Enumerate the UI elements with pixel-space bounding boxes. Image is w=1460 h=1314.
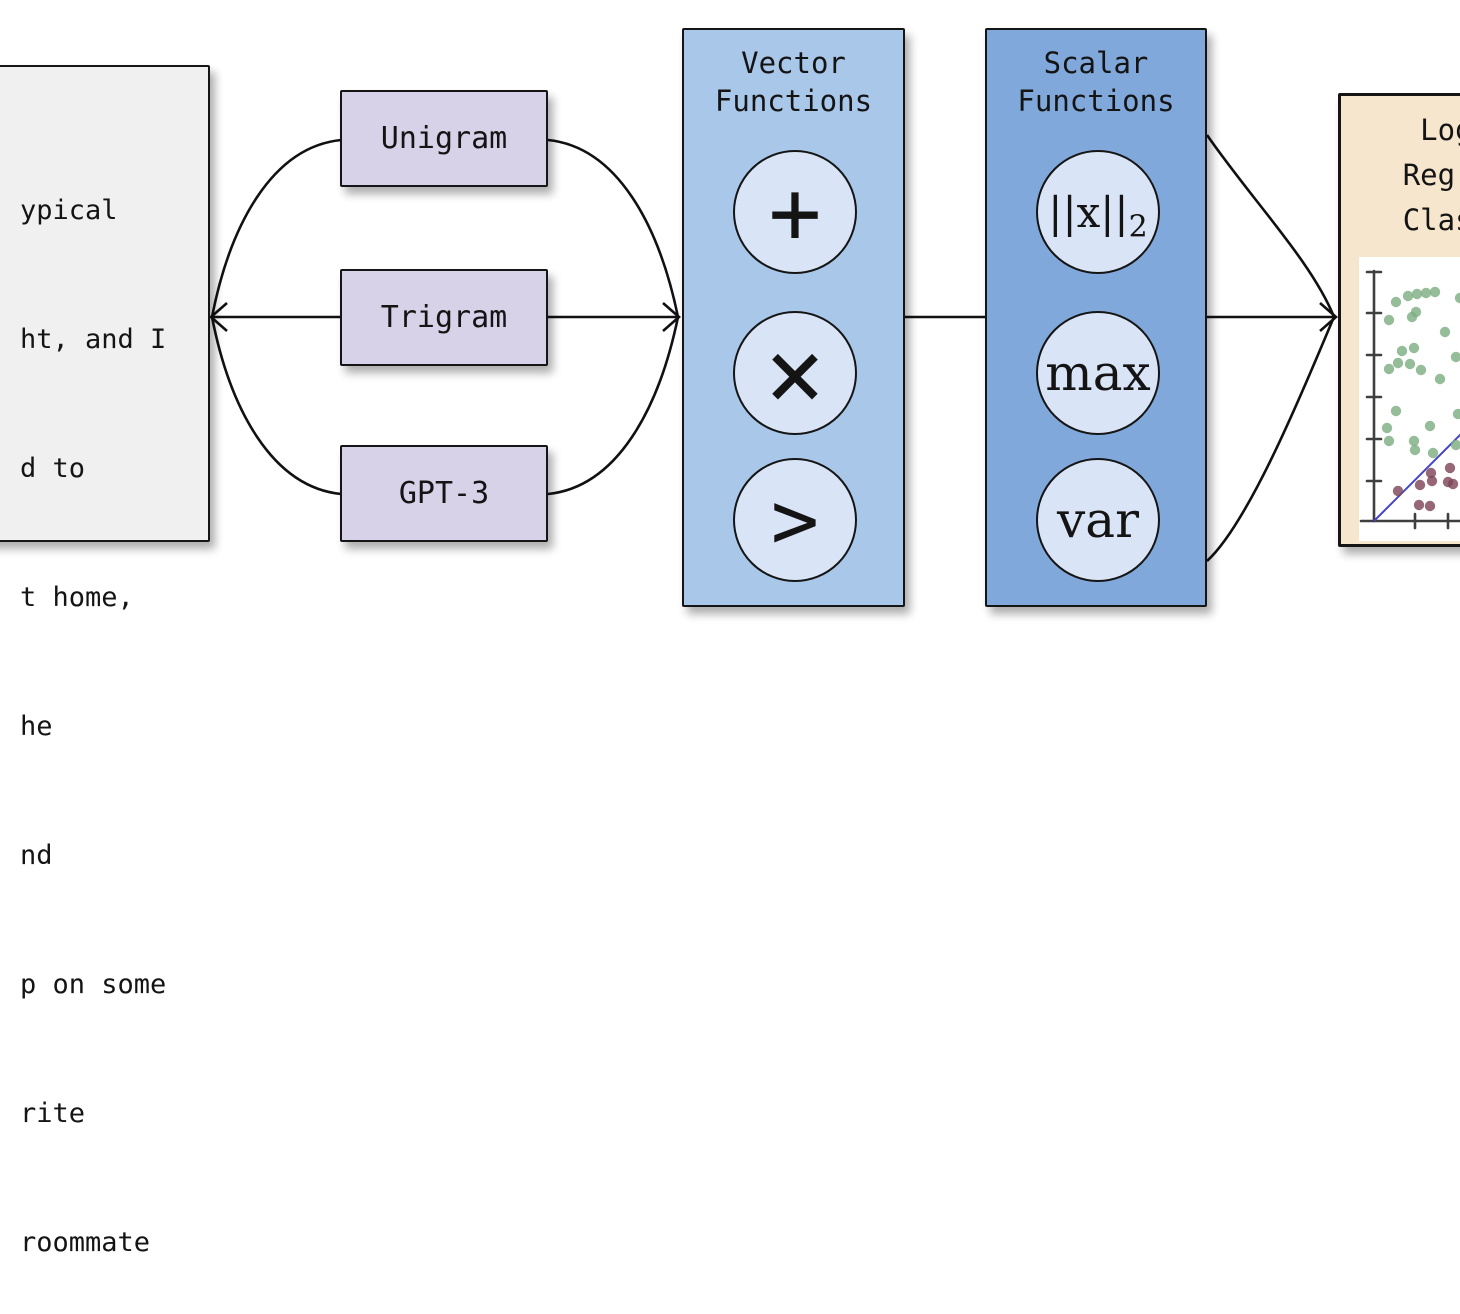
title-line: Vector — [741, 46, 846, 80]
max-op-circle: max — [1036, 311, 1160, 435]
title-line: Logistic — [1420, 113, 1460, 147]
document-line: he — [20, 711, 53, 742]
edge-scalar-classifier-bottom — [1206, 316, 1336, 562]
model-label: GPT-3 — [398, 476, 490, 511]
title-line: Functions — [1017, 84, 1175, 118]
connector-layer — [209, 134, 1338, 562]
scatter-plot — [1359, 257, 1460, 541]
title-line: Classifier — [1402, 203, 1460, 237]
classifier-title: Logistic Regression Classifier — [1341, 108, 1460, 243]
l2-norm-text: ||x|| — [1048, 187, 1129, 237]
model-box-gpt3: GPT-3 — [340, 445, 548, 542]
edge-gpt3-vector — [547, 316, 680, 496]
document-line: rite — [20, 1098, 86, 1129]
times-op-circle: × — [733, 311, 857, 435]
title-line: Functions — [714, 84, 873, 118]
document-line: ypical — [20, 195, 118, 226]
arrowhead-classifier — [1319, 302, 1338, 332]
document-box: ypical ht, and I d to t home, he nd p on… — [0, 65, 210, 1258]
edge-document-unigram — [210, 138, 342, 318]
edge-document-gpt3 — [210, 316, 342, 496]
vector-functions-title: Vector Functions — [684, 44, 903, 120]
title-line: Regression — [1402, 158, 1460, 192]
scatter-plot-svg — [1359, 269, 1460, 530]
model-box-unigram: Unigram — [340, 90, 548, 187]
l2-norm-op-circle: ||x||2 — [1036, 150, 1160, 274]
plus-icon: + — [768, 160, 822, 264]
title-line: Scalar — [1043, 46, 1149, 80]
scalar-functions-title: Scalar Functions — [987, 44, 1205, 120]
l2-norm-label: ||x||2 — [1048, 187, 1147, 242]
var-op-circle: var — [1036, 458, 1160, 582]
vector-functions-box: Vector Functions + × > — [682, 28, 905, 607]
model-label: Unigram — [380, 121, 508, 156]
document-text: ypical ht, and I d to t home, he nd p on… — [20, 103, 166, 1314]
model-label: Trigram — [380, 300, 508, 335]
document-line: ht, and I — [20, 324, 167, 355]
times-icon: × — [764, 314, 826, 432]
edge-unigram-vector — [547, 138, 680, 318]
greater-than-icon: > — [770, 473, 820, 567]
arrowhead-vector-functions — [662, 302, 681, 332]
document-line: p on some — [20, 969, 167, 1000]
document-line: roommate — [20, 1227, 151, 1258]
var-label: var — [1057, 491, 1139, 549]
scalar-functions-box: Scalar Functions ||x||2 max var — [985, 28, 1207, 607]
l2-norm-subscript: 2 — [1128, 208, 1148, 244]
greater-than-op-circle: > — [733, 458, 857, 582]
document-line: t home, — [20, 582, 134, 613]
max-label: max — [1045, 344, 1151, 402]
arrowhead-document — [209, 302, 228, 332]
plus-op-circle: + — [733, 150, 857, 274]
classifier-box: Logistic Regression Classifier — [1338, 93, 1460, 547]
document-line: nd — [20, 840, 53, 871]
document-line: d to — [20, 453, 86, 484]
model-box-trigram: Trigram — [340, 269, 548, 366]
edge-scalar-classifier-top — [1205, 134, 1336, 318]
